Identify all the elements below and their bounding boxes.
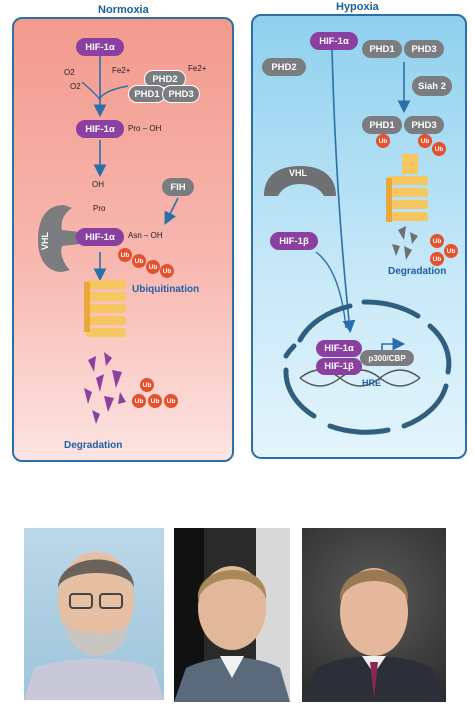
hif1a-hypoxia: HIF-1α (310, 32, 358, 50)
hif1a-top: HIF-1α (76, 38, 124, 56)
ubiquitination-label: Ubiquitination (132, 284, 200, 295)
portrait-photo-middle (174, 528, 290, 702)
o2-label-a: O2 (64, 68, 75, 77)
pro-label: Pro (93, 204, 106, 213)
arrow-hif-to-nucleus (331, 49, 356, 334)
hif1b-nuclear: HIF-1β (316, 358, 362, 375)
phd1-normoxia: PHD1 (128, 85, 166, 103)
ub-hypoxia-frag-3: Ub (430, 252, 444, 266)
phd1-hypoxia-bound: PHD1 (362, 116, 402, 134)
arrow-fih (164, 197, 179, 225)
proteasome-normoxia (84, 280, 126, 337)
hif1b-hypoxia: HIF-1β (270, 232, 318, 250)
phd1-hypoxia: PHD1 (362, 40, 402, 58)
hif1a-nuclear: HIF-1α (316, 340, 362, 357)
asn-oh-label: Asn – OH (128, 231, 163, 240)
nucleus (283, 299, 452, 435)
ub-normoxia-2: Ub (132, 254, 146, 268)
degraded-fragments-hypoxia (392, 226, 418, 260)
hre-label: HRE (362, 378, 382, 388)
hif1a-bound: HIF-1α (76, 228, 124, 246)
portrait-middle-drawing (174, 528, 290, 702)
hif1a-hydroxylated: HIF-1α (76, 120, 124, 138)
ub-normoxia-1: Ub (118, 248, 132, 262)
proteasome-hypoxia (386, 154, 428, 222)
ub-hypoxia-3: Ub (432, 142, 446, 156)
p300-cbp: p300/CBP (360, 350, 414, 366)
pro-oh-label: Pro – OH (128, 124, 162, 133)
arrow-hif1b-to-nucleus (315, 251, 347, 329)
ub-hypoxia-frag-1: Ub (430, 234, 444, 248)
vhl-label-hypoxia: VHL (289, 168, 307, 178)
oh-label: OH (92, 180, 104, 189)
fih-pill: FIH (162, 178, 194, 196)
fe2-left: Fe2+ (112, 66, 131, 75)
ub-normoxia-frag-4: Ub (164, 394, 178, 408)
o2-label-b: O2 (70, 82, 81, 91)
ub-normoxia-frag-1: Ub (140, 378, 154, 392)
portrait-photo-right (302, 528, 446, 702)
ub-normoxia-frag-3: Ub (148, 394, 162, 408)
fe2-right: Fe2+ (188, 64, 207, 73)
arrow-o2-inflow (81, 81, 101, 101)
degradation-label-hypoxia: Degradation (388, 266, 447, 277)
ub-hypoxia-2: Ub (418, 134, 432, 148)
ub-normoxia-4: Ub (160, 264, 174, 278)
hypoxia-title: Hypoxia (336, 1, 379, 13)
portrait-right-drawing (302, 568, 446, 702)
phd3-normoxia: PHD3 (162, 85, 200, 103)
arrow-phd-inflow (99, 85, 129, 99)
portrait-left-drawing (24, 552, 164, 700)
normoxia-title: Normoxia (98, 4, 149, 16)
ub-normoxia-frag-2: Ub (132, 394, 146, 408)
ub-hypoxia-1: Ub (376, 134, 390, 148)
vhl-label-normoxia: VHL (40, 232, 50, 250)
phd3-hypoxia-bound: PHD3 (404, 116, 444, 134)
degraded-fragments-normoxia (84, 352, 126, 424)
siah2-pill: Siah 2 (412, 76, 452, 96)
phd2-hypoxia: PHD2 (262, 58, 306, 76)
vhl-shape-normoxia (38, 205, 80, 272)
degradation-label-normoxia: Degradation (64, 440, 123, 451)
vhl-shape-hypoxia (264, 166, 336, 196)
phd3-hypoxia: PHD3 (404, 40, 444, 58)
ub-hypoxia-frag-2: Ub (444, 244, 458, 258)
portrait-photo-left (24, 528, 164, 700)
ub-normoxia-3: Ub (146, 260, 160, 274)
